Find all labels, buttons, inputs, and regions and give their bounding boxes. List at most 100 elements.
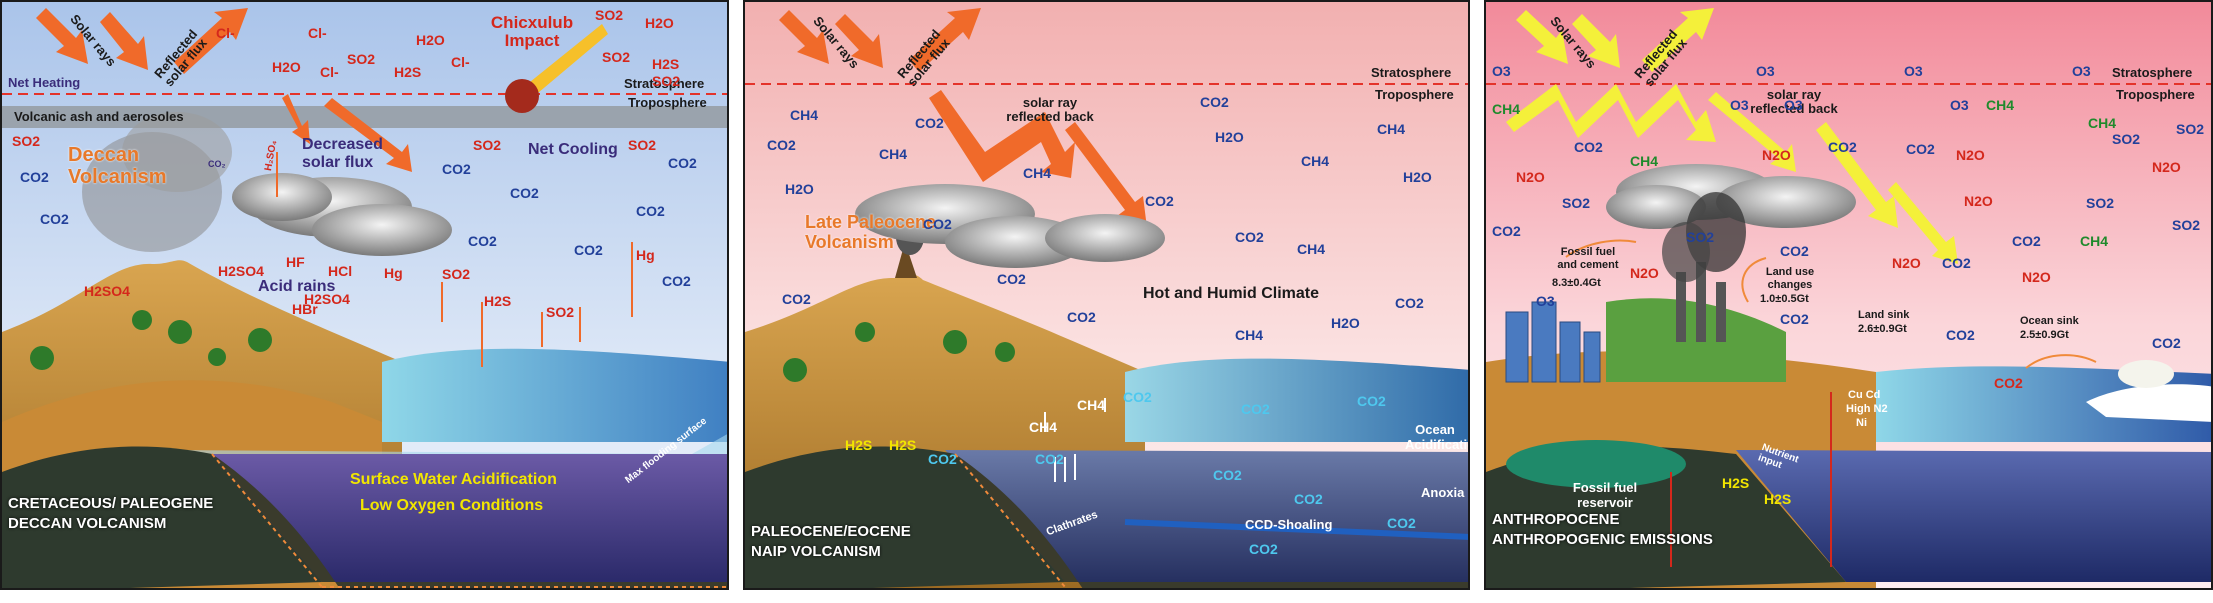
gas-label: SO2 <box>12 133 41 149</box>
gas-label: HCl <box>328 263 353 279</box>
gas-label: N2O <box>1964 193 1993 209</box>
gas-label: CO2 <box>1387 515 1416 531</box>
gas-label: N2O <box>1516 169 1545 185</box>
panel-petm-naip: Solar rays Reflected solar flux Stratosp… <box>743 0 1470 590</box>
gas-label: CO2 <box>767 137 796 153</box>
gas-label: SO2 <box>652 73 681 89</box>
gas-label: CO2 <box>20 169 49 185</box>
gas-label: CO2 <box>1946 327 1975 343</box>
panel1-decreased-flux-label: Decreased solar flux <box>302 136 383 171</box>
panel3-ocean-sink-value: 2.5±0.9Gt <box>2020 329 2069 341</box>
gas-label: SO2 <box>595 7 624 23</box>
gas-label: SO2 <box>473 137 502 153</box>
gas-label: H2O <box>1403 169 1432 185</box>
gas-label: SO2 <box>1562 195 1591 211</box>
panel1-net-cooling-label: Net Cooling <box>528 141 618 158</box>
panel1-scene <box>2 2 727 588</box>
panel2-stratosphere-label: Stratosphere <box>1371 65 1452 80</box>
gas-label: CH4 <box>1986 97 2015 113</box>
gas-label: CO2 <box>1780 243 1809 259</box>
panel3-metals-line1: Cu Cd <box>1848 389 1881 401</box>
gas-label: N2O <box>1762 147 1791 163</box>
panel-anthropocene: Solar rays Reflected solar flux Stratosp… <box>1484 0 2213 590</box>
gas-label: H2S <box>1722 475 1750 491</box>
gas-label: H2SO4 <box>218 263 264 279</box>
panel1-caption-line2: DECCAN VOLCANISM <box>8 515 167 532</box>
gas-label: SO2 <box>2112 131 2141 147</box>
gas-label: N2O <box>2152 159 2181 175</box>
gas-label: H2S <box>484 293 512 309</box>
gas-label: O3 <box>1950 97 1969 113</box>
panel3-fossil-fuel-label: Fossil fuel and cement <box>1557 246 1619 271</box>
panel3-ocean-sink-label: Ocean sink <box>2020 315 2079 327</box>
gas-label: CH4 <box>1235 327 1264 343</box>
panel3-metals-line3: Ni <box>1856 417 1867 429</box>
gas-label: CH4 <box>790 107 819 123</box>
gas-label: CO2 <box>1145 193 1174 209</box>
gas-label: CH4 <box>2088 115 2117 131</box>
gas-label: H2S <box>889 437 917 453</box>
gas-label: SO2 <box>347 51 376 67</box>
gas-label: Hg <box>636 247 655 263</box>
panel1-caption-line1: CRETACEOUS/ PALEOGENE <box>8 495 214 512</box>
gas-label: CO2 <box>1828 139 1857 155</box>
panel1-acidification-label: Surface Water Acidification <box>350 471 557 488</box>
gas-label: CH4 <box>1301 153 1330 169</box>
panel3-caption-line2: ANTHROPOGENIC EMISSIONS <box>1492 531 1713 548</box>
panel3-troposphere-label: Troposphere <box>2116 87 2195 102</box>
gas-label: CO2 <box>40 211 69 227</box>
panel3-reservoir-label: Fossil fuel reservoir <box>1572 480 1638 510</box>
gas-label: Cl- <box>451 54 470 70</box>
panel2-ocean-acid-label: Ocean Acidification <box>1405 422 1468 452</box>
gas-label: SO2 <box>2176 121 2205 137</box>
gas-label: H2O <box>1331 315 1360 331</box>
gas-label: CO2 <box>1294 491 1323 507</box>
gas-label: CO2 <box>928 451 957 467</box>
panel1-volcanism-label: Deccan Volcanism <box>68 144 167 188</box>
gas-label: CH4 <box>2080 233 2109 249</box>
gas-label: O3 <box>1904 63 1923 79</box>
gas-label: H2S <box>845 437 873 453</box>
gas-label: CH4 <box>1297 241 1326 257</box>
gas-label: CO2 <box>1395 295 1424 311</box>
gas-label: O3 <box>1492 63 1511 79</box>
gas-label: CO2 <box>668 155 697 171</box>
gas-label: H2SO4 <box>304 291 350 307</box>
panel1-ash-band-label: Volcanic ash and aerosoles <box>14 109 184 124</box>
gas-label: CO2 <box>1994 375 2023 391</box>
panel2-anoxia-label: Anoxia <box>1421 485 1465 500</box>
panel3-stratosphere-label: Stratosphere <box>2112 65 2193 80</box>
gas-label: H2O <box>1215 129 1244 145</box>
gas-label: H2O <box>272 59 301 75</box>
gas-label: H2S <box>394 64 422 80</box>
gas-label: CO2 <box>782 291 811 307</box>
gas-label: Cl- <box>320 64 339 80</box>
gas-label: N2O <box>1630 265 1659 281</box>
panel2-caption-line1: PALEOCENE/EOCENE <box>751 523 911 540</box>
gas-label: CO2 <box>997 271 1026 287</box>
gas-label: H2O <box>416 32 445 48</box>
gas-label: CO2 <box>468 233 497 249</box>
gas-label: CO2 <box>1035 451 1064 467</box>
gas-label: CH4 <box>1077 397 1106 413</box>
panel3-reflected-back-label: solar ray reflected back <box>1750 87 1838 116</box>
gas-label: HBr <box>292 301 318 317</box>
panel2-scene <box>745 2 1468 588</box>
panel2-volcanism-label: Late Paleocene Volcanism <box>805 212 937 252</box>
gas-label: SO2 <box>602 49 631 65</box>
gas-label: CH4 <box>879 146 908 162</box>
gas-label: SO2 <box>442 266 471 282</box>
panel1-acid-rains-label: Acid rains <box>258 278 336 295</box>
gas-label: O3 <box>1784 97 1803 113</box>
gas-label: CO2 <box>574 242 603 258</box>
gas-label: CH4 <box>1492 101 1521 117</box>
gas-label: CO2 <box>1123 389 1152 405</box>
panel1-stratosphere-label: Stratosphere <box>624 76 705 91</box>
gas-label: CH4 <box>1377 121 1406 137</box>
gas-label: SO2 <box>1686 229 1715 245</box>
gas-label: CO2 <box>2012 233 2041 249</box>
gas-label: CO2 <box>1249 541 1278 557</box>
gas-label: CH4 <box>1029 419 1058 435</box>
gas-label: N2O <box>1892 255 1921 271</box>
panel3-land-use-label: Land use changes <box>1765 266 1815 291</box>
